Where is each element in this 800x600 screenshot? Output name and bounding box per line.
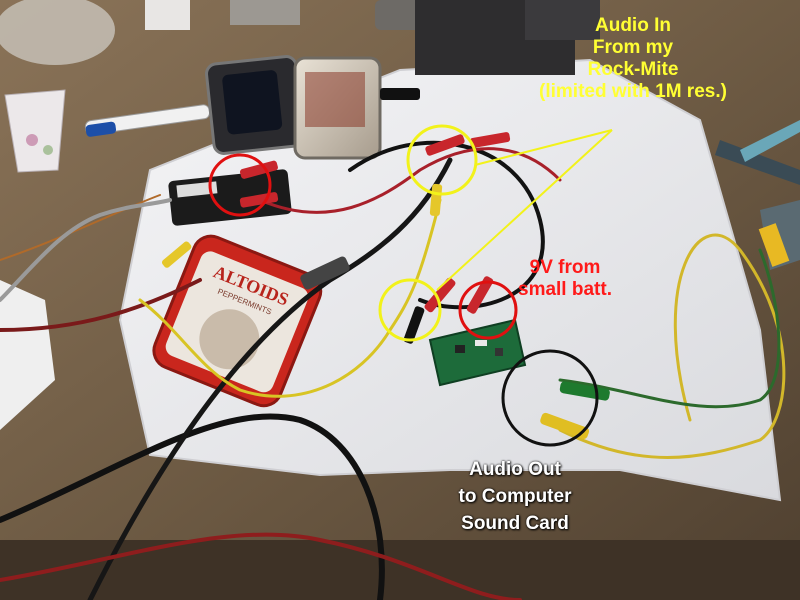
altoids-tin: ALTOIDS PEPPERMINTS — [152, 234, 323, 408]
battery-line-1: 9V from — [529, 257, 601, 278]
wire-grey — [0, 198, 172, 302]
yellow-circle-audio-in — [406, 124, 478, 196]
bench-edge — [0, 540, 800, 600]
wire-yellow-2 — [558, 233, 786, 459]
audio-in-line-4: (limited with 1M res.) — [539, 81, 727, 102]
wire-red-1 — [0, 532, 522, 600]
nine-volt-battery — [168, 169, 292, 226]
callout-lines — [436, 129, 613, 291]
wire-black-1 — [0, 413, 385, 600]
audio-in-line-2: From my — [592, 37, 674, 58]
audio-in-line-3: Rock-Mite — [587, 59, 679, 80]
battery-label: 9V from small batt. — [510, 257, 620, 301]
audio-out-line-3: Sound Card — [461, 513, 569, 534]
audio-out-label: Audio Out to Computer Sound Card — [430, 456, 600, 537]
wire-red-3 — [0, 278, 202, 332]
red-circle-9v — [458, 280, 518, 340]
audio-out-line-2: to Computer — [458, 486, 572, 507]
audio-in-line-1: Audio In — [595, 15, 671, 36]
pliers-tools — [715, 120, 800, 270]
yellow-circle-lower — [378, 278, 442, 342]
annotation-circles — [208, 124, 599, 447]
paper-sheet — [0, 280, 55, 430]
open-tin — [205, 55, 420, 160]
red-circle-battery — [208, 153, 272, 217]
plastic-bowl — [0, 0, 115, 65]
wire-green — [558, 248, 781, 409]
solder-spool — [375, 0, 425, 30]
battery-line-2: small batt. — [518, 279, 612, 300]
cup-top-center — [145, 0, 190, 30]
jar-top — [230, 0, 300, 25]
audio-in-label: Audio In From my Rock-Mite (limited with… — [508, 15, 758, 103]
audio-out-line-1: Audio Out — [469, 459, 561, 480]
wire-black-2 — [87, 157, 453, 600]
wire-yellow-1 — [138, 198, 442, 398]
wire-orange — [0, 194, 161, 261]
black-circle-audio-out — [501, 349, 599, 447]
